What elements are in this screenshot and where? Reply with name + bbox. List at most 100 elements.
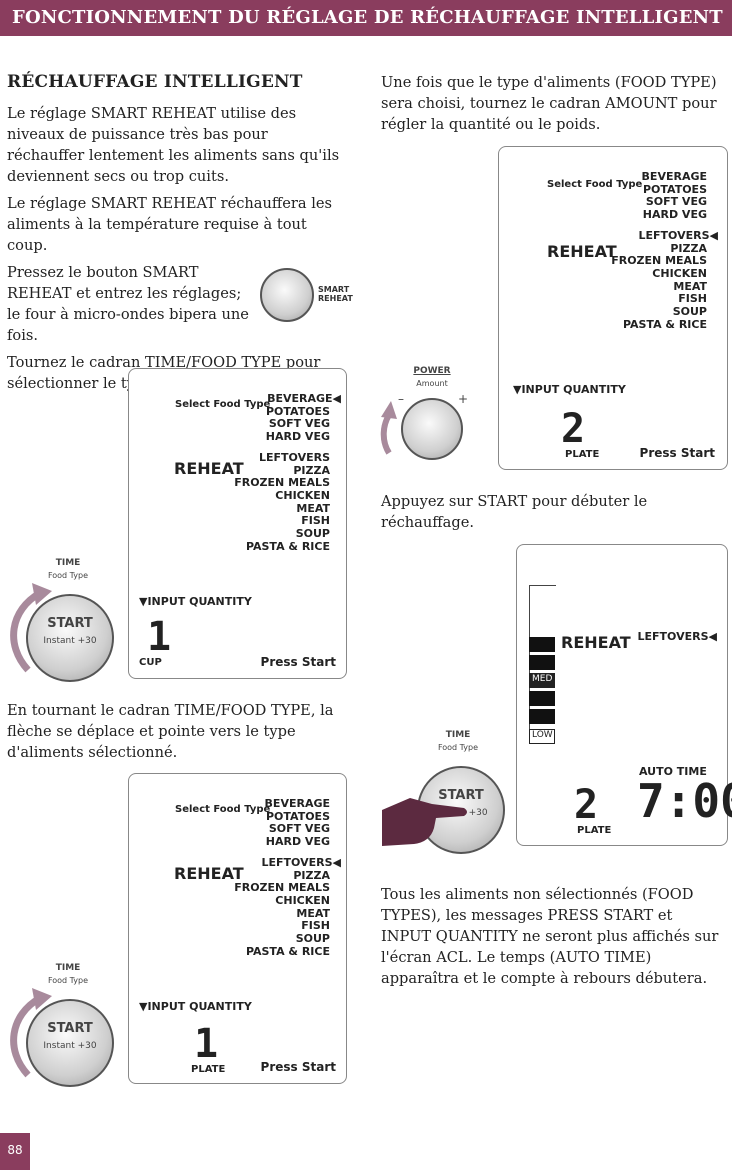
power-bar — [529, 655, 555, 670]
lcd-display-1: Select Food Type BEVERAGE◀ POTATOES SOFT… — [128, 368, 347, 679]
reheat-label: REHEAT — [547, 242, 617, 261]
lcd-display-3: Select Food Type BEVERAGE POTATOES SOFT … — [498, 146, 728, 470]
rotate-arrow-icon — [10, 583, 52, 673]
menu-item: FROZEN MEALS — [234, 476, 330, 490]
menu-item: BEVERAGE — [641, 170, 707, 183]
menu-item: LEFTOVERS◀ — [261, 855, 342, 869]
menu-item: SOUP — [672, 305, 707, 319]
paragraph-auto-time: Tous les aliments non sélectionnés (FOOD… — [381, 886, 719, 987]
plus-sign: + — [458, 392, 469, 406]
unit-label: PLATE — [191, 1064, 226, 1075]
power-bar — [529, 709, 555, 724]
section-heading: RÉCHAUFFAGE INTELLIGENT — [7, 72, 303, 92]
food-menu: BEVERAGE POTATOES SOFT VEG HARD VEG LEFT… — [234, 797, 342, 958]
countdown-time: 7:00 — [637, 774, 732, 828]
input-quantity-label: ▼INPUT QUANTITY — [139, 1000, 252, 1013]
input-quantity-label: ▼INPUT QUANTITY — [513, 383, 626, 396]
lcd-display-4: MED LOW REHEAT LEFTOVERS◀ AUTO TIME 2 PL… — [516, 544, 732, 846]
menu-item: FISH — [678, 292, 707, 306]
select-food-type-label: Select Food Type — [175, 804, 271, 815]
menu-item: MEAT — [296, 501, 330, 515]
input-quantity-label: ▼INPUT QUANTITY — [139, 595, 252, 608]
menu-item: SOUP — [295, 527, 330, 541]
menu-item: POTATOES — [265, 404, 330, 418]
paragraph-press-start: Appuyez sur START pour débuter le réchau… — [381, 493, 648, 531]
menu-item: SOUP — [295, 932, 330, 946]
quantity-digit: 2 — [574, 782, 599, 828]
menu-item: FISH — [301, 514, 330, 528]
menu-item: PIZZA — [670, 241, 707, 255]
menu-item: HARD VEG — [642, 208, 707, 222]
rotate-arrow-icon — [380, 401, 397, 455]
menu-item: MEAT — [673, 279, 707, 293]
menu-item: PIZZA — [293, 868, 330, 882]
time-label: TIME — [55, 963, 81, 973]
reheat-label: REHEAT — [174, 864, 244, 883]
menu-item: FISH — [301, 919, 330, 933]
menu-item: BEVERAGE — [264, 797, 330, 810]
minus-sign: – — [398, 392, 404, 406]
header-bar: FONCTIONNEMENT DU RÉGLAGE DE RÉCHAUFFAGE… — [0, 0, 732, 36]
menu-item: FROZEN MEALS — [234, 881, 330, 895]
quantity-digit: 1 — [194, 1021, 219, 1067]
select-food-type-label: Select Food Type — [175, 399, 271, 410]
menu-item: POTATOES — [642, 182, 707, 196]
power-bar — [529, 691, 555, 706]
left-column: RÉCHAUFFAGE INTELLIGENT Le réglage SMART… — [7, 72, 342, 400]
quantity-digit: 2 — [561, 406, 586, 452]
menu-item: HARD VEG — [265, 430, 330, 444]
food-type-label: Food Type — [47, 571, 89, 580]
time-food-type-dial[interactable]: START Instant +30 — [26, 594, 114, 682]
reheat-label: REHEAT — [174, 459, 244, 478]
food-type-label: Food Type — [47, 976, 89, 985]
menu-item: PASTA & RICE — [245, 539, 330, 553]
rotate-arrow-icon — [10, 988, 52, 1078]
menu-item: CHICKEN — [275, 488, 330, 502]
menu-item: MEAT — [296, 906, 330, 920]
press-start-label: Press Start — [260, 655, 336, 669]
power-amount-dial[interactable] — [401, 398, 463, 460]
paragraph-intro: Le réglage SMART REHEAT utilise des nive… — [7, 105, 340, 185]
press-start-label: Press Start — [260, 1060, 336, 1074]
paragraph-amount-dial: Une fois que le type d'aliments (FOOD TY… — [381, 74, 717, 133]
menu-item: LEFTOVERS◀ — [638, 228, 719, 242]
page-title: FONCTIONNEMENT DU RÉGLAGE DE RÉCHAUFFAGE… — [12, 7, 723, 28]
pointing-hand-icon — [382, 798, 467, 846]
time-food-type-dial[interactable]: START Instant +30 — [26, 999, 114, 1087]
page-number-box: 88 — [0, 1133, 30, 1170]
menu-item: PIZZA — [293, 463, 330, 477]
power-bar — [529, 637, 555, 652]
menu-item: FROZEN MEALS — [611, 254, 707, 268]
menu-item: SOFT VEG — [268, 417, 330, 431]
food-menu: BEVERAGE POTATOES SOFT VEG HARD VEG LEFT… — [611, 170, 718, 331]
smart-reheat-button[interactable] — [260, 268, 314, 322]
menu-item: CHICKEN — [652, 266, 707, 280]
menu-item: SOFT VEG — [268, 822, 330, 836]
time-label: TIME — [55, 558, 81, 568]
menu-item: LEFTOVERS — [258, 450, 330, 464]
page-number: 88 — [7, 1143, 23, 1157]
food-menu: BEVERAGE◀ POTATOES SOFT VEG HARD VEG LEF… — [234, 392, 341, 553]
food-type-label: Food Type — [437, 743, 479, 752]
menu-item: POTATOES — [265, 809, 330, 823]
leftovers-label: LEFTOVERS◀ — [637, 630, 718, 643]
unit-label: CUP — [139, 657, 162, 668]
menu-item: SOFT VEG — [645, 195, 707, 209]
power-level-low: LOW — [529, 729, 555, 744]
paragraph-result: Le réglage SMART REHEAT réchauffera les … — [7, 195, 333, 254]
quantity-digit: 1 — [147, 614, 172, 660]
menu-item: HARD VEG — [265, 835, 330, 849]
menu-item: BEVERAGE◀ — [267, 392, 341, 405]
paragraph-arrow-moves: En tournant le cadran TIME/FOOD TYPE, la… — [7, 702, 334, 761]
menu-item: PASTA & RICE — [245, 944, 330, 958]
unit-label: PLATE — [577, 825, 612, 836]
select-food-type-label: Select Food Type — [547, 179, 643, 190]
lcd-display-2: Select Food Type BEVERAGE POTATOES SOFT … — [128, 773, 347, 1084]
paragraph-press-button: Pressez le bouton SMART REHEAT et entrez… — [7, 264, 249, 344]
auto-time-label: AUTO TIME — [639, 765, 707, 778]
amount-label: Amount — [416, 379, 448, 388]
menu-item: CHICKEN — [275, 893, 330, 907]
reheat-label: REHEAT — [561, 633, 631, 652]
unit-label: PLATE — [565, 449, 600, 460]
